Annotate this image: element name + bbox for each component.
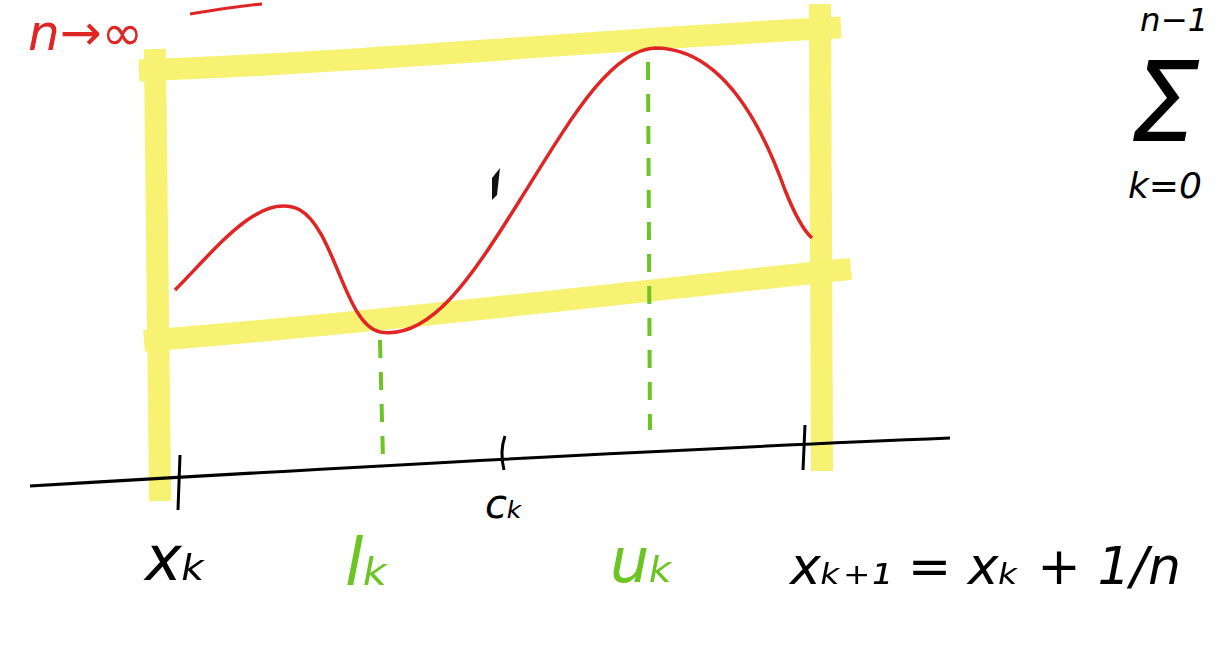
- green-dashes: [380, 62, 650, 460]
- x-axis: [30, 438, 950, 486]
- point-label: uₖ: [610, 530, 676, 592]
- function-curve: [175, 48, 812, 333]
- point-label: lₖ: [345, 530, 391, 596]
- sum-upper: n−1: [1140, 4, 1208, 36]
- sum-sign: Σ: [1130, 48, 1200, 158]
- sum-lower: k=0: [1128, 168, 1202, 204]
- point-label: cₖ: [485, 484, 524, 524]
- pen-mark: [492, 168, 500, 200]
- highlight-box: [150, 15, 840, 490]
- formula: xₖ₊₁ = xₖ + 1/n: [790, 540, 1181, 592]
- underline-stroke: [190, 4, 262, 14]
- limit-note: n→∞: [28, 8, 143, 58]
- point-label: xₖ: [145, 528, 208, 590]
